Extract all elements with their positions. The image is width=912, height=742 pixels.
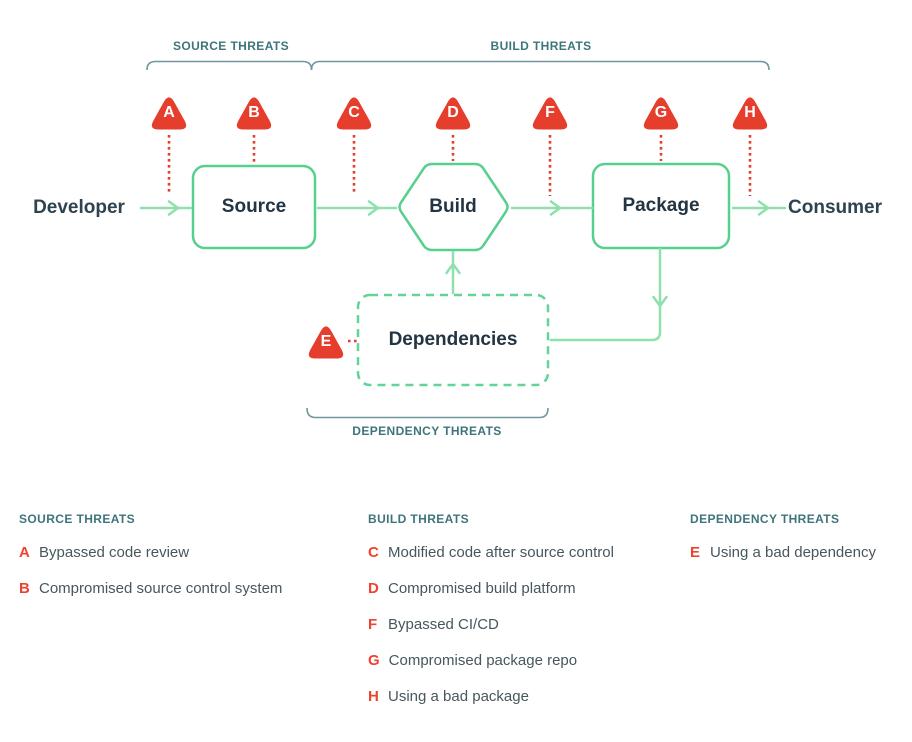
legend-item-text: Compromised package repo: [388, 652, 578, 669]
threat-marker-letter: D: [447, 104, 459, 121]
package-node-label: Package: [622, 195, 700, 216]
legend-item-letter: F: [368, 616, 378, 633]
consumer-label: Consumer: [788, 197, 882, 218]
arrow-build-to-package: [510, 200, 594, 216]
arrow-package-to-consumer: [731, 200, 787, 216]
legend-item-letter: A: [19, 544, 30, 561]
legend-title: BUILD THREATS: [368, 512, 469, 526]
build-hexagon-outline: [398, 162, 509, 252]
legend-item-b: B Compromised source control system: [19, 581, 282, 596]
source-threats-group-label: SOURCE THREATS: [172, 39, 290, 53]
source-node-label: Source: [221, 196, 287, 217]
package-box-outline: [591, 162, 731, 250]
legend-item-d: D Compromised build platform: [368, 581, 614, 596]
legend-column-build-threats: BUILD THREATS C Modified code after sour…: [368, 512, 614, 725]
arrow-dependencies-to-build: [445, 250, 461, 295]
dependency-threats-group-label: DEPENDENCY THREATS: [352, 424, 502, 438]
warning-triangle-icon: [236, 97, 272, 130]
developer-label: Developer: [33, 197, 125, 218]
legend-column-source-threats: SOURCE THREATS A Bypassed code review B …: [19, 512, 282, 617]
legend-item-letter: H: [368, 688, 379, 705]
source-threats-bracket: [146, 60, 313, 71]
threat-marker-f: F: [531, 92, 569, 132]
legend-item-c: C Modified code after source control: [368, 545, 614, 560]
legend-item-text: Modified code after source control: [388, 544, 614, 561]
threat-marker-b: B: [235, 92, 273, 132]
legend-item-e: E Using a bad dependency: [690, 545, 876, 560]
build-threats-bracket: [310, 60, 770, 71]
threat-marker-a: A: [150, 92, 188, 132]
dependency-threats-bracket: [306, 407, 549, 419]
legend-item-text: Compromised build platform: [388, 580, 576, 597]
threat-marker-letter: E: [320, 333, 332, 350]
legend-item-letter: B: [19, 580, 30, 597]
legend-item-text: Using a bad dependency: [710, 544, 876, 561]
threat-marker-h: H: [731, 92, 769, 132]
threat-marker-d: D: [434, 92, 472, 132]
threat-marker-e: E: [307, 321, 345, 361]
legend-item-f: F Bypassed CI/CD: [368, 617, 614, 632]
warning-triangle-icon: [532, 97, 568, 130]
threat-marker-letter: G: [654, 104, 668, 121]
legend-item-a: A Bypassed code review: [19, 545, 282, 560]
legend-item-letter: C: [368, 544, 379, 561]
legend-item-text: Compromised source control system: [39, 580, 283, 597]
legend-title: SOURCE THREATS: [19, 512, 136, 526]
warning-triangle-icon: [336, 97, 372, 130]
threat-marker-letter: H: [744, 104, 756, 121]
legend-title: DEPENDENCY THREATS: [690, 512, 840, 526]
legend-item-letter: G: [368, 652, 380, 669]
source-box-outline: [191, 164, 317, 250]
legend-item-letter: D: [368, 580, 379, 597]
warning-triangle-icon: [643, 97, 679, 130]
warning-triangle-icon: [435, 97, 471, 130]
threat-marker-g: G: [642, 92, 680, 132]
legend-column-dependency-threats: DEPENDENCY THREATS E Using a bad depende…: [690, 512, 876, 581]
connector-package-to-dependencies: [549, 247, 668, 342]
legend-item-g: G Compromised package repo: [368, 653, 614, 668]
threat-marker-letter: B: [248, 104, 260, 121]
build-threats-group-label: BUILD THREATS: [490, 39, 592, 53]
warning-triangle-icon: [732, 97, 768, 130]
threat-marker-letter: A: [163, 104, 175, 121]
build-node-label: Build: [429, 196, 477, 217]
dependencies-box-outline: [356, 293, 550, 387]
dependencies-node-label: Dependencies: [388, 329, 518, 350]
warning-triangle-icon: [151, 97, 187, 130]
arrow-developer-to-source: [139, 200, 193, 216]
legend-item-letter: E: [690, 544, 701, 561]
arrow-source-to-build: [316, 200, 398, 216]
legend-item-text: Bypassed code review: [39, 544, 190, 561]
legend-item-h: H Using a bad package: [368, 689, 614, 704]
legend-item-text: Using a bad package: [388, 688, 529, 705]
threat-marker-letter: C: [348, 104, 360, 121]
threat-marker-letter: F: [545, 104, 555, 121]
warning-triangle-icon: [308, 326, 344, 359]
legend-item-text: Bypassed CI/CD: [388, 616, 499, 633]
threat-marker-c: C: [335, 92, 373, 132]
